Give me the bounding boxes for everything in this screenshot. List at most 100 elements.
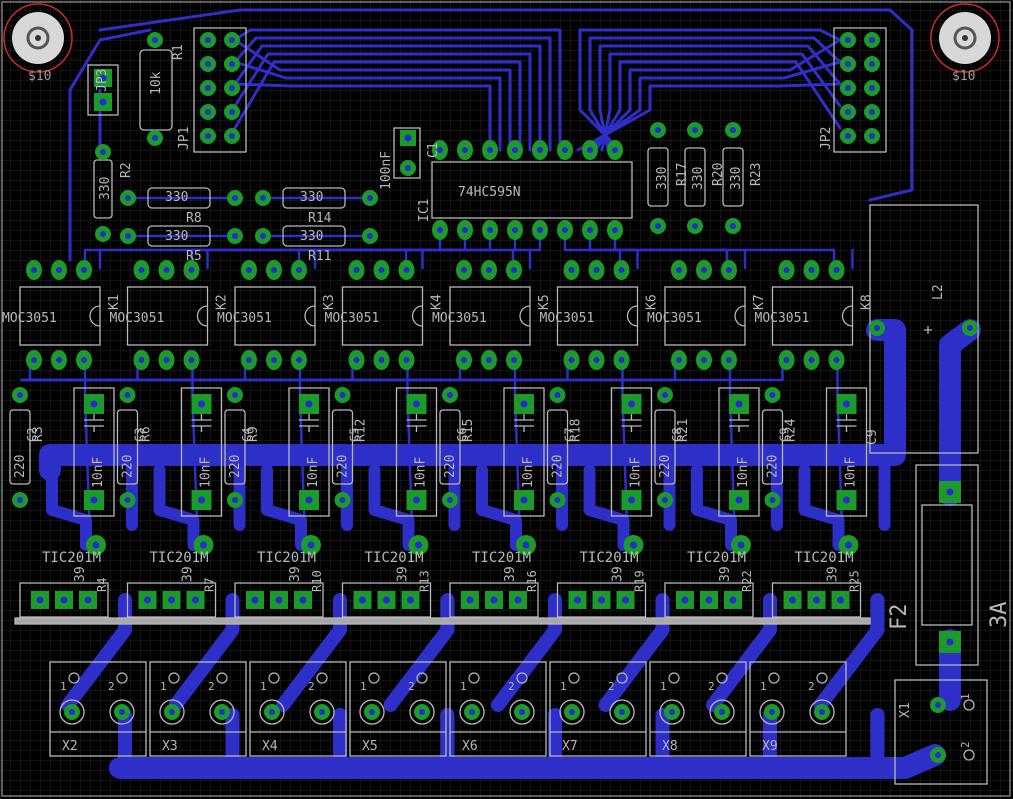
cap-symbol (84, 414, 104, 432)
cap-symbol (729, 414, 749, 432)
header-trace (600, 52, 842, 152)
r11-value: 330 (300, 229, 323, 244)
drill (813, 596, 820, 604)
drill (869, 37, 875, 43)
opto-name: K2 (215, 294, 230, 310)
gate-resistor-name: R18 (569, 419, 584, 442)
resistor-body (9, 409, 31, 485)
drill (169, 709, 175, 715)
terminal-name: X8 (662, 739, 678, 754)
drill (99, 98, 107, 106)
drill (512, 147, 518, 153)
cap-value: 10nF (306, 457, 321, 488)
drill (205, 133, 211, 139)
terminal-pin2: 2 (808, 680, 815, 693)
gate-resistor-name: R15 (461, 419, 476, 442)
drill (935, 752, 941, 758)
drill (339, 392, 346, 398)
drill (562, 147, 568, 153)
resistor-body (282, 225, 346, 247)
drill (789, 596, 796, 604)
drill (512, 227, 518, 233)
drill (487, 147, 493, 153)
cap-value: 10nF (414, 457, 429, 488)
cap-symbol (299, 414, 319, 432)
supply-trace (68, 28, 152, 262)
r5-label: R5 (186, 249, 202, 264)
drill (568, 357, 575, 363)
series-resistor-name: R22 (740, 570, 754, 592)
drill (403, 267, 410, 273)
drill (618, 267, 625, 273)
r23-value: 330 (729, 167, 744, 190)
header-trace (578, 28, 842, 152)
header-trace (233, 60, 522, 152)
terminal-pin2: 2 (508, 680, 515, 693)
drill (205, 85, 211, 91)
drill (705, 596, 713, 604)
drill (198, 496, 205, 504)
triac-body (556, 582, 647, 618)
drill (90, 400, 98, 408)
header-trace (233, 82, 492, 152)
drill (205, 37, 211, 43)
cap-symbol (191, 414, 212, 432)
drill (405, 165, 411, 171)
opto-body (771, 286, 854, 346)
drill (269, 709, 275, 715)
triac-a1 (583, 464, 630, 551)
terminal-mark (416, 672, 428, 684)
series-resistor-name: R13 (418, 570, 432, 592)
r2-value: 330 (98, 177, 113, 200)
r17-value: 330 (655, 167, 670, 190)
terminal-screw (509, 699, 535, 725)
drill (783, 357, 790, 363)
drill (833, 357, 840, 363)
r5-value: 330 (165, 229, 188, 244)
gate-resistor-name: R21 (676, 419, 691, 442)
drill (845, 541, 852, 549)
drill (833, 267, 840, 273)
terminal-mark (268, 672, 280, 684)
terminal-pin2: 2 (608, 680, 615, 693)
ic1-label: IC1 (417, 199, 432, 222)
drill (520, 400, 528, 408)
drill (619, 709, 625, 715)
drill (447, 497, 453, 503)
gate-resistor-value: 220 (336, 455, 351, 478)
opto-value: MOC3051 (540, 311, 595, 326)
drill (125, 195, 131, 201)
drill (163, 357, 170, 363)
cap-body (288, 387, 330, 517)
header-trace (233, 60, 502, 152)
resistor-body (116, 409, 139, 485)
terminal-outline (149, 661, 247, 757)
terminal-screw (809, 699, 835, 725)
r14-value: 330 (300, 190, 323, 205)
header-trace (233, 38, 512, 152)
drill (730, 223, 736, 229)
triac-name: TIC201M (795, 550, 854, 566)
terminal-screw (109, 699, 135, 725)
cap-value: 10nF (736, 457, 751, 488)
drill (593, 357, 600, 363)
drill (843, 496, 850, 504)
drill (676, 357, 682, 363)
output-trace (168, 593, 240, 712)
opto-body (664, 286, 746, 346)
drill (719, 709, 725, 715)
cap-name: C4 (240, 428, 254, 442)
cap-body (825, 387, 868, 517)
opto-body (556, 286, 639, 346)
drill (229, 61, 235, 67)
drill (437, 147, 443, 153)
drill (490, 596, 498, 604)
terminal-mark (616, 672, 628, 684)
terminal-pin1: 1 (260, 680, 267, 693)
drill (437, 227, 443, 233)
drill (232, 497, 238, 503)
drill (192, 596, 199, 604)
drill (99, 74, 107, 82)
opto-name: K7 (752, 294, 767, 310)
terminal-pin2: 2 (108, 680, 115, 693)
